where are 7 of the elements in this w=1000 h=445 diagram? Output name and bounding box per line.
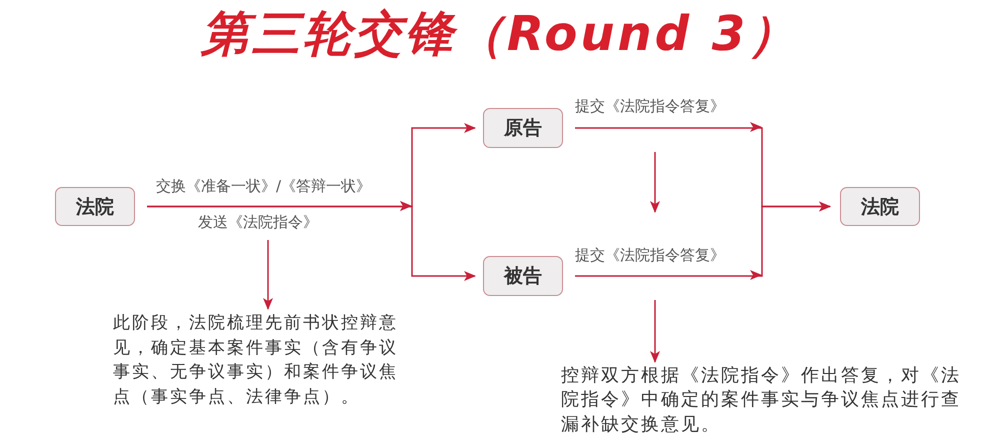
note-text: 控辩双方根据《法院指令》作出答复，对《法院指令》中确定的案件事实与争议焦点进行查漏补缺交换意见。 <box>561 364 966 437</box>
process-box: 原告 <box>483 108 563 148</box>
process-box: 法院 <box>55 187 135 226</box>
process-box: 法院 <box>840 187 920 226</box>
process-box: 被告 <box>483 256 563 296</box>
title: 第三轮交锋（Round 3） <box>200 5 800 64</box>
note-text: 此阶段，法院梳理先前书状控辩意见，确定基本案件事实（含有争议事实、无争议事实）和案件争议焦点（事实争点、法律争点）。 <box>113 311 405 410</box>
